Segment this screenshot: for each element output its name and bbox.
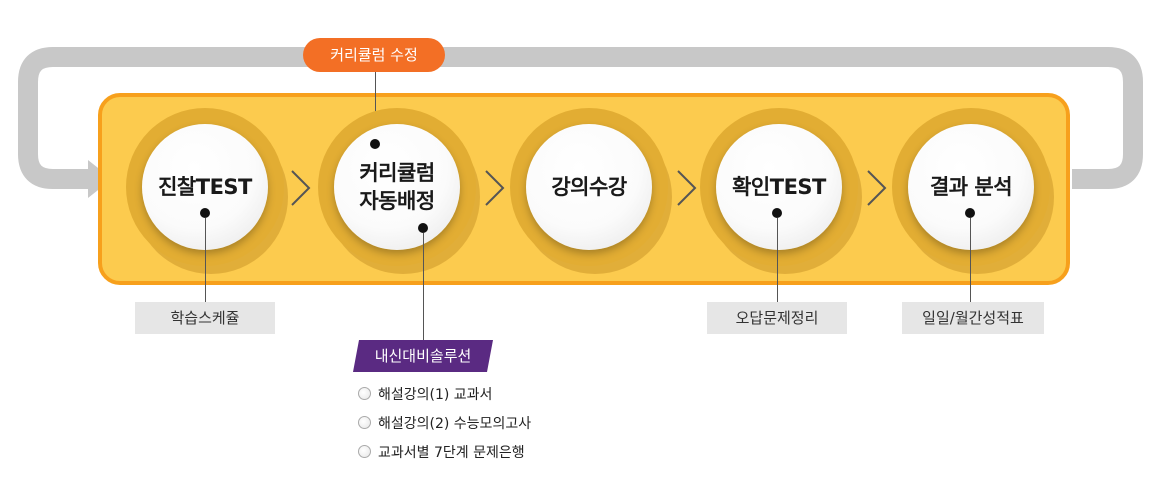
stage-label: 결과 분석 xyxy=(929,175,1013,199)
stage-curriculum-assign: 커리큘럼 자동배정 xyxy=(318,108,476,266)
tag-grade-report: 일일/월간성적표 xyxy=(902,302,1044,334)
option-label: 해설강의(1) 교과서 xyxy=(378,387,493,403)
tag-study-schedule: 학습스케쥴 xyxy=(135,302,275,334)
option-item: 해설강의(1) 교과서 xyxy=(358,385,492,405)
stage-disc xyxy=(334,124,460,250)
badge-connector-line xyxy=(375,72,376,144)
connector-line xyxy=(970,218,971,302)
chevron-right-icon xyxy=(485,170,505,206)
option-item: 교과서별 7단계 문제은행 xyxy=(358,443,525,463)
curriculum-edit-badge: 커리큘럼 수정 xyxy=(303,38,445,72)
option-item: 해설강의(2) 수능모의고사 xyxy=(358,414,531,434)
connector-line xyxy=(777,218,778,302)
option-label: 해설강의(2) 수능모의고사 xyxy=(378,416,532,432)
stage-dot xyxy=(200,208,210,218)
stage-dot xyxy=(370,139,380,149)
stage-dot xyxy=(965,208,975,218)
radio-circle-icon xyxy=(358,444,371,458)
tag-shape xyxy=(353,340,493,372)
tag-exam-solution-label: 내신대비솔루션 xyxy=(374,347,472,365)
chevron-right-icon xyxy=(677,170,697,206)
radio-circle-icon xyxy=(358,415,371,429)
stage-disc xyxy=(908,124,1034,250)
option-label: 교과서별 7단계 문제은행 xyxy=(378,445,525,461)
stage-lecture: 강의수강 xyxy=(510,108,668,266)
tag-wrong-answer-review: 오답문제정리 xyxy=(707,302,847,334)
stage-dot xyxy=(772,208,782,218)
stage-label-line2: 자동배정 xyxy=(359,189,435,213)
connector-line xyxy=(205,218,206,302)
stage-result-analysis: 결과 분석 xyxy=(892,108,1050,266)
chevron-right-icon xyxy=(867,170,887,206)
stage-label: 확인TEST xyxy=(732,175,826,199)
stage-dot xyxy=(418,223,428,233)
chevron-right-icon xyxy=(291,170,311,206)
stage-check-test: 확인TEST xyxy=(700,108,858,266)
stage-label: 강의수강 xyxy=(551,175,627,199)
stage-label-line1: 커리큘럼 xyxy=(359,161,435,185)
stage-label: 진찰TEST xyxy=(158,175,252,199)
connector-line xyxy=(423,233,424,343)
radio-circle-icon xyxy=(358,386,371,400)
tag-exam-solution: 내신대비솔루션 xyxy=(353,340,493,372)
stage-disc xyxy=(716,124,842,250)
stage-disc xyxy=(526,124,652,250)
